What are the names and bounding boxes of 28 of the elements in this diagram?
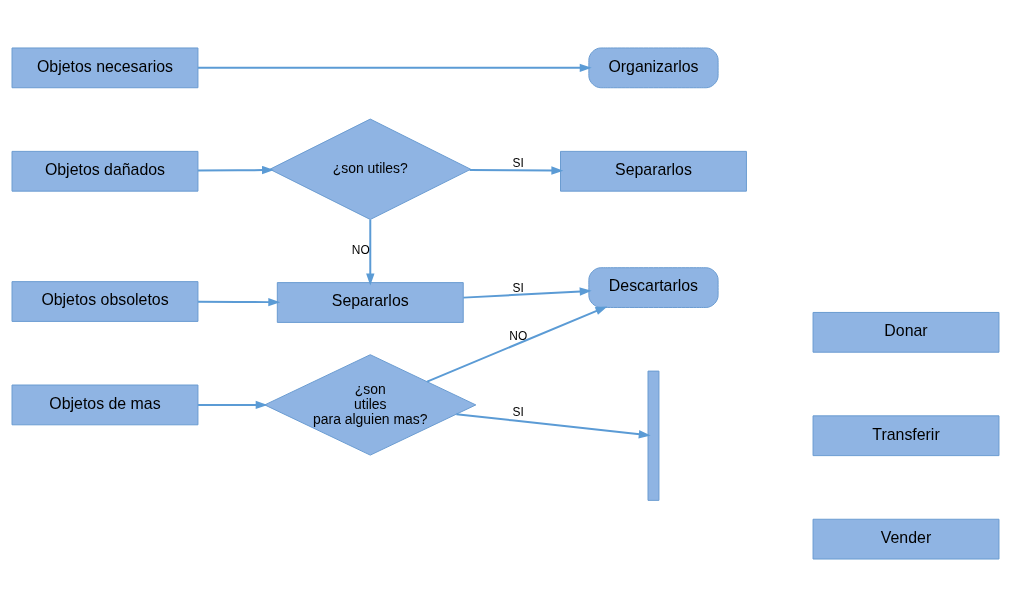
node-box: Transferir [812,414,1000,456]
edge-label: SI [512,155,524,170]
node-bracket [647,370,660,501]
edge-label: NO [351,242,370,257]
node-box: Objetos dañados [11,150,199,192]
arrow [197,297,281,306]
node-box: Objetos necesarios [11,47,199,88]
arrow [468,165,564,175]
node-box: Donar [812,311,1000,353]
edge-label: SI [512,280,524,295]
arrow [366,218,375,286]
node-diamond: ¿son utiles para alguien mas? [264,353,477,456]
node-box: Objetos de mas [11,384,199,425]
arrow [197,400,268,409]
arrow [455,412,651,438]
arrow [426,305,608,383]
node-box: Descartarlos [588,266,719,308]
node-diamond: ¿son utiles? [269,118,472,220]
edge-label: NO [509,328,528,343]
node-box: Organizarlos [588,47,719,88]
node-box: Vender [812,518,1000,559]
arrow [197,165,274,174]
node-box: Separarlos [560,150,747,192]
node-box: Objetos obsoletos [11,280,199,322]
arrow [197,63,592,72]
arrow [462,286,592,299]
edge-label: SI [512,404,524,419]
node-box: Separarlos [276,281,464,323]
